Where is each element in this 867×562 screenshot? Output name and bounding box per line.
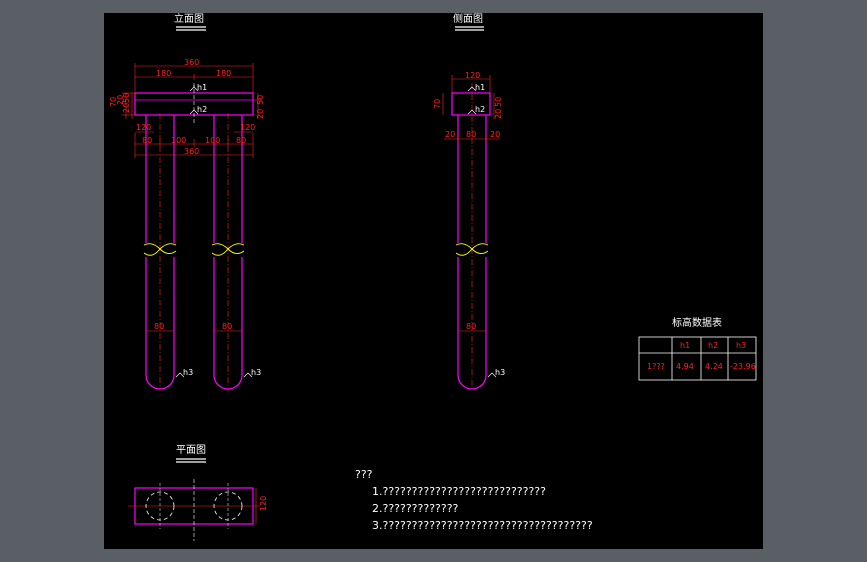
front-pile-dia-right: 80 (222, 322, 232, 331)
front-dim-half-right: 180 (216, 69, 231, 78)
drawing-sheet[interactable]: 立面图 (104, 13, 763, 549)
front-dim-seg2: 100 (171, 136, 186, 145)
table-header-h1: h1 (680, 341, 690, 350)
table-header-h2: h2 (708, 341, 718, 350)
side-dim-right-50: 50 (494, 97, 503, 107)
front-top-dimensions (134, 63, 254, 93)
side-view-title: 侧面图 (453, 13, 483, 25)
side-dim-mid: 80 (466, 130, 476, 139)
front-dim-right-50: 50 (256, 95, 265, 105)
table-header-h3: h3 (736, 341, 746, 350)
side-dim-right-20: 20 (494, 109, 503, 119)
side-level-h1: h1 (475, 83, 485, 92)
front-level-h1: h1 (197, 83, 207, 92)
front-dim-seg1: 80 (142, 136, 152, 145)
table-cell-h1: 4.94 (676, 362, 694, 371)
note-line-2: 2.????????????? (372, 502, 459, 515)
front-pile-dia-left: 80 (154, 322, 164, 331)
side-pile-cap (451, 92, 491, 116)
elevation-table: 标高数据表 h1 h2 h3 1??? 4.94 4.24 -23.96 (638, 316, 757, 381)
side-level-h3: h3 (495, 368, 505, 377)
front-dim-left-20b: 20 (122, 103, 131, 113)
front-dim-right-20: 20 (256, 109, 265, 119)
front-dim-left-20a: 20 (116, 95, 125, 105)
front-pile-right (211, 113, 245, 391)
table-cell-h2: 4.24 (705, 362, 723, 371)
plan-view: 平面图 120 (128, 444, 268, 541)
front-bottom-dimensions (134, 133, 254, 158)
front-view-title: 立面图 (174, 13, 204, 25)
front-level-h3-right: h3 (251, 368, 261, 377)
plan-view-title: 平面图 (176, 444, 206, 456)
side-dim-gap-left: 20 (445, 130, 455, 139)
front-level-h3-left: h3 (183, 368, 193, 377)
front-pile-left (143, 113, 177, 391)
side-dim-left-70: 70 (433, 99, 442, 109)
notes-heading: ??? (355, 468, 373, 481)
note-line-1: 1.???????????????????????????? (372, 485, 546, 498)
front-dim-seg4: 80 (236, 136, 246, 145)
plan-pile-left (145, 491, 175, 521)
front-dim-120-right: 120 (240, 123, 255, 132)
plan-pile-right (213, 491, 243, 521)
front-dim-120-left: 120 (136, 123, 151, 132)
table-row-label: 1??? (647, 362, 665, 371)
front-dim-total-bottom: 360 (184, 147, 199, 156)
side-pile-dia: 80 (466, 322, 476, 331)
front-dim-seg3: 100 (205, 136, 220, 145)
notes: ??? 1.???????????????????????????? 2.???… (355, 468, 593, 532)
front-view: 立面图 (109, 13, 265, 391)
front-dim-half-left: 180 (156, 69, 171, 78)
front-dim-total-top: 360 (184, 58, 199, 67)
table-cell-h3: -23.96 (730, 362, 756, 371)
front-dim-left-70: 70 (109, 97, 118, 107)
front-dim-left-50: 50 (122, 93, 131, 103)
side-level-h2: h2 (475, 105, 485, 114)
side-dim-top: 120 (465, 71, 480, 80)
plan-dim-width: 120 (259, 496, 268, 511)
side-view: 侧面图 120 (433, 13, 505, 391)
table-title: 标高数据表 (672, 316, 722, 329)
side-dim-gap-right: 20 (490, 130, 500, 139)
drawing-canvas: 立面图 (109, 13, 757, 541)
front-level-h2: h2 (197, 105, 207, 114)
note-line-3: 3.???????????????????????????????????? (372, 519, 593, 532)
